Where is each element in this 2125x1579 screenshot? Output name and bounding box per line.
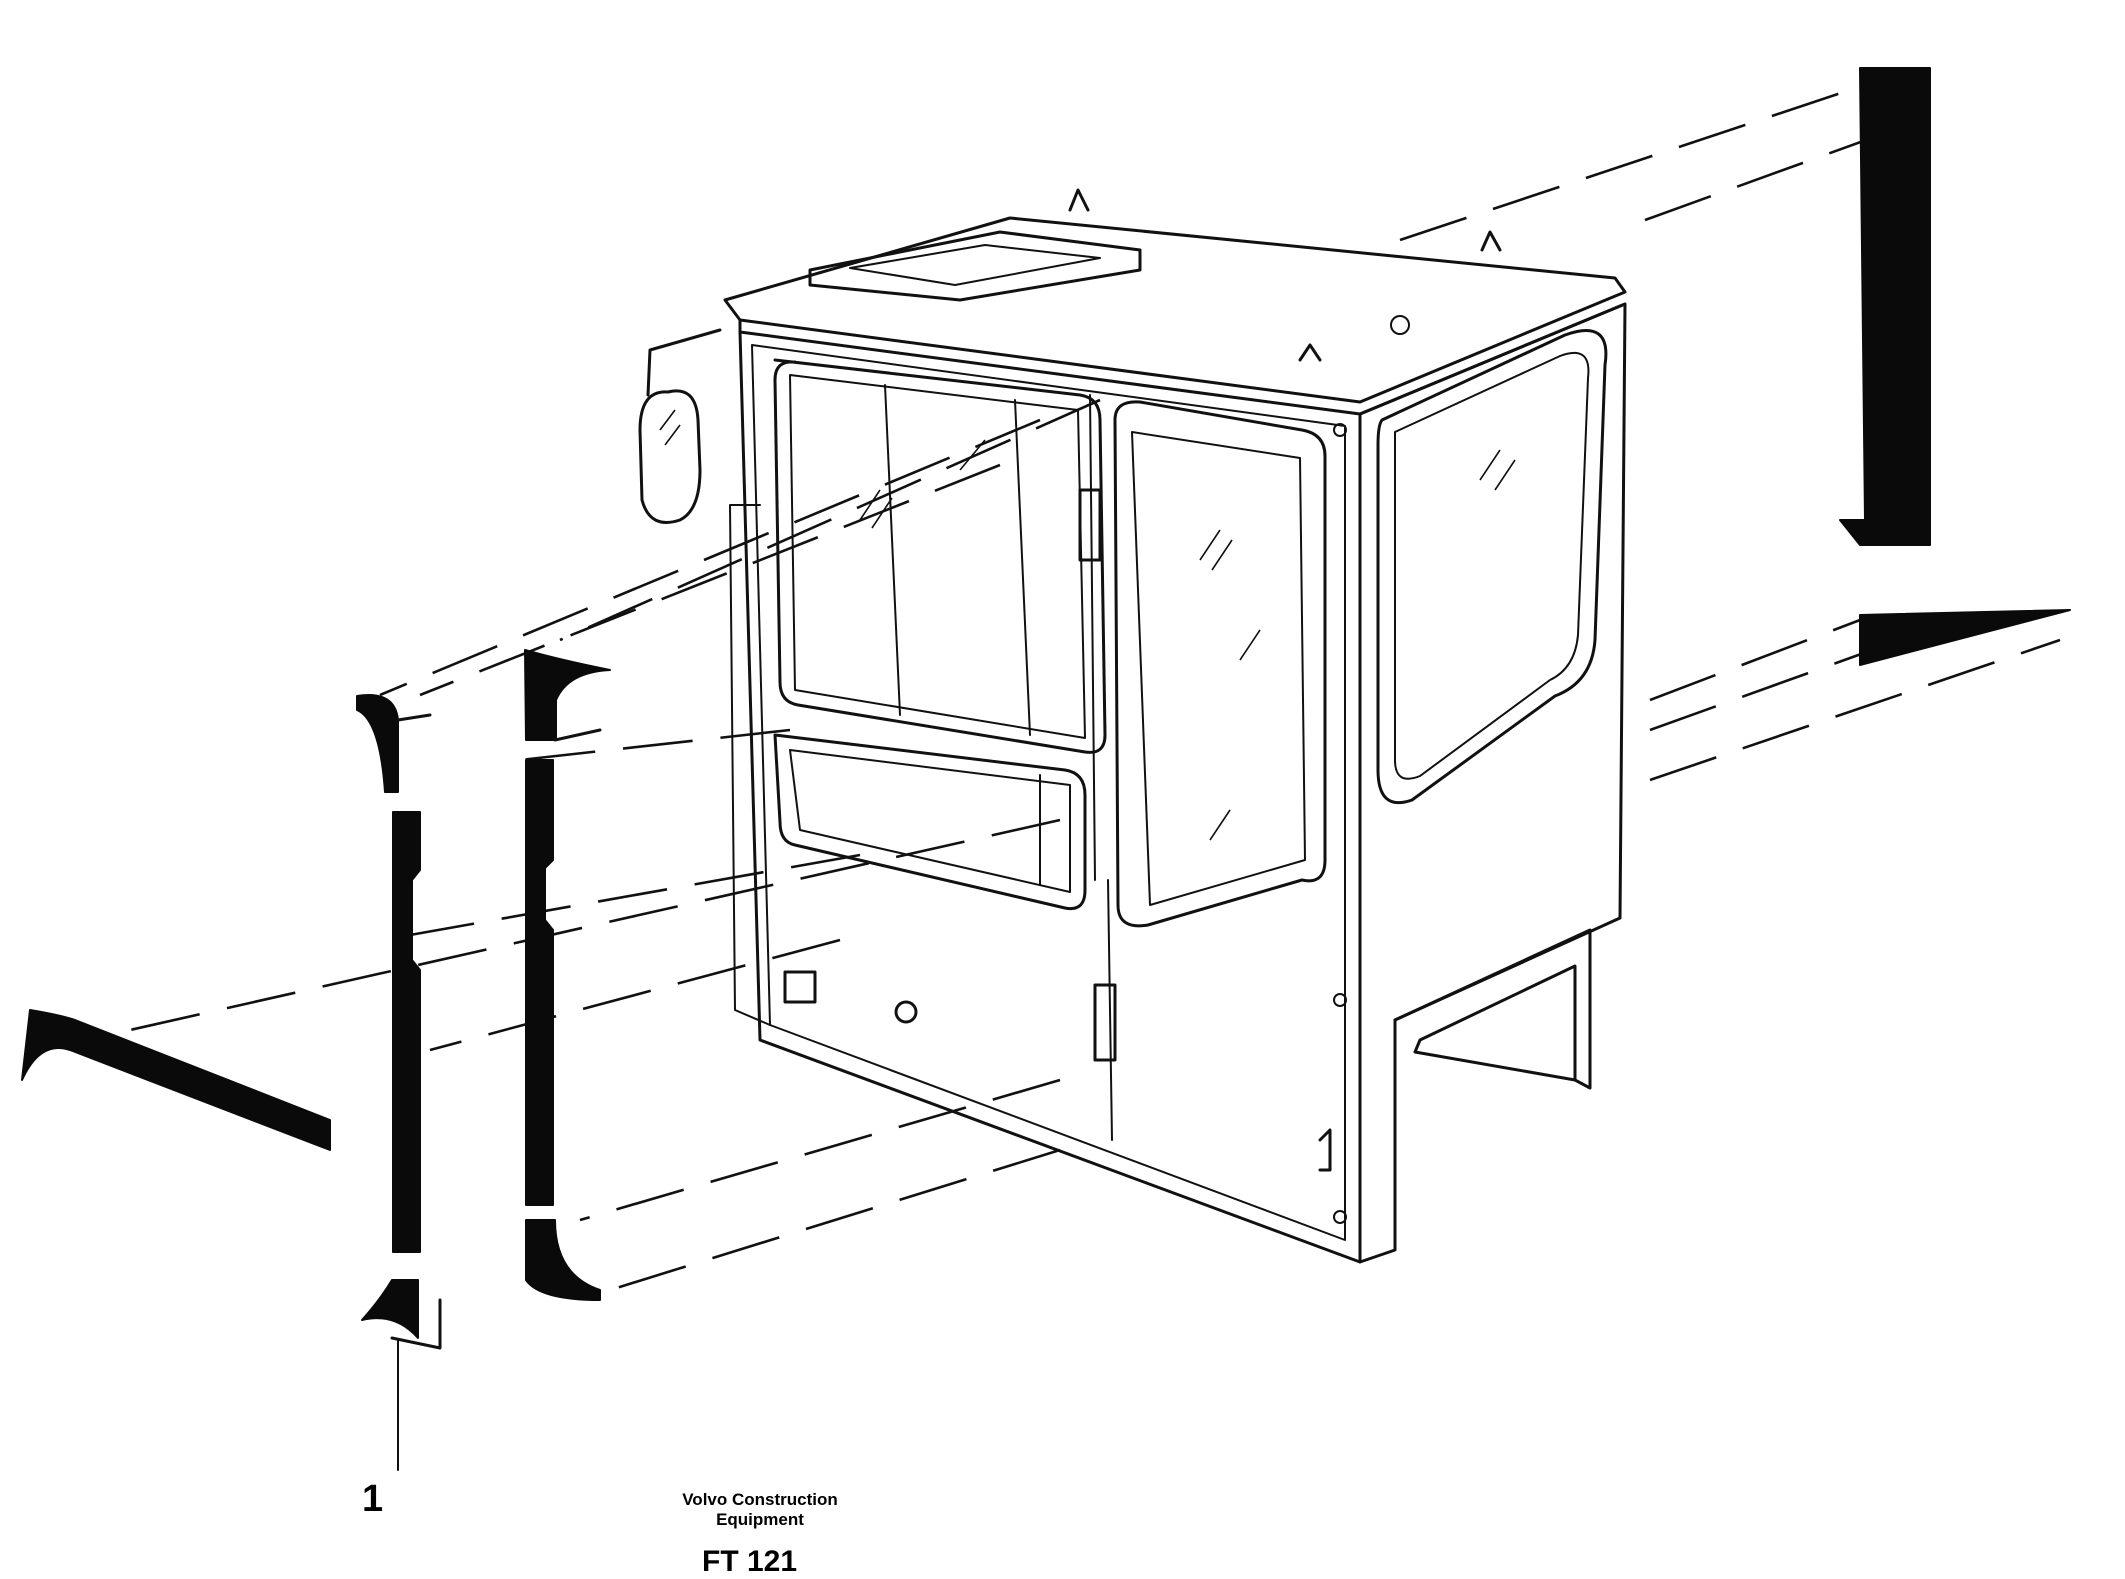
figure-code: FT 121	[702, 1545, 798, 1578]
company-name-line2: Equipment	[716, 1510, 804, 1529]
projection-lines	[129, 78, 2061, 1292]
seal-strip-profile-4	[1839, 67, 2071, 666]
company-name-line1: Volvo Construction	[682, 1490, 838, 1509]
company-caption: Volvo Construction Equipment	[655, 1490, 865, 1530]
seal-strip-profile-2	[524, 649, 611, 1301]
cab-body	[638, 188, 1627, 1264]
part-label-1: 1	[362, 1478, 384, 1520]
seal-strip-profile-3	[21, 1009, 331, 1151]
